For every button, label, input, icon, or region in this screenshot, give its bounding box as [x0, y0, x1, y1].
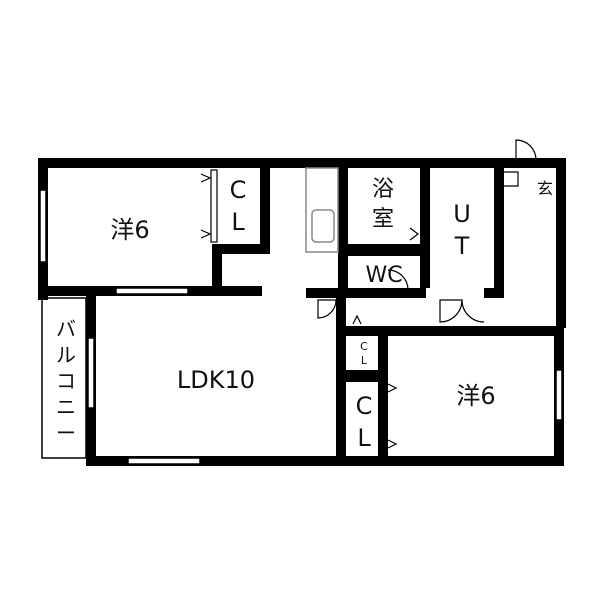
door-swings	[317, 139, 537, 323]
interior-walls	[38, 168, 558, 466]
room-label-balcony-4: ニ	[56, 395, 76, 419]
room-label-western-left: 洋6	[110, 216, 149, 244]
room-label-wc: WC	[365, 263, 402, 288]
room-label-cl-mid-l: L	[357, 424, 371, 452]
room-label-balcony-1: バ	[56, 317, 76, 341]
room-label-ldk: LDK10	[177, 366, 255, 394]
room-label-cl-mid-c: C	[356, 392, 373, 420]
room-label-western-right: 洋6	[456, 382, 495, 410]
room-label-cl-left-c: C	[230, 176, 247, 204]
outer-walls	[38, 158, 566, 466]
room-label-balcony-3: コ	[56, 369, 76, 393]
room-label-small-cl-c: C	[360, 340, 368, 353]
room-label-balcony-2: ル	[56, 343, 76, 367]
room-label-entrance: 玄	[537, 179, 553, 198]
room-label-balcony-5: ー	[56, 421, 76, 445]
room-label-bath-2: 室	[372, 207, 394, 232]
room-labels: 洋6 C L 浴 室 U T WC 玄 バ ル コ ニ ー LDK10 C L …	[56, 176, 553, 452]
kitchen-counter	[305, 167, 339, 253]
room-label-bath-1: 浴	[372, 177, 394, 202]
closet-doors	[200, 169, 419, 455]
room-label-small-cl-l: L	[361, 354, 368, 367]
room-label-cl-left-l: L	[231, 208, 245, 236]
room-label-ut-u: U	[453, 200, 471, 228]
windows	[39, 189, 563, 465]
room-label-ut-t: T	[454, 232, 470, 260]
